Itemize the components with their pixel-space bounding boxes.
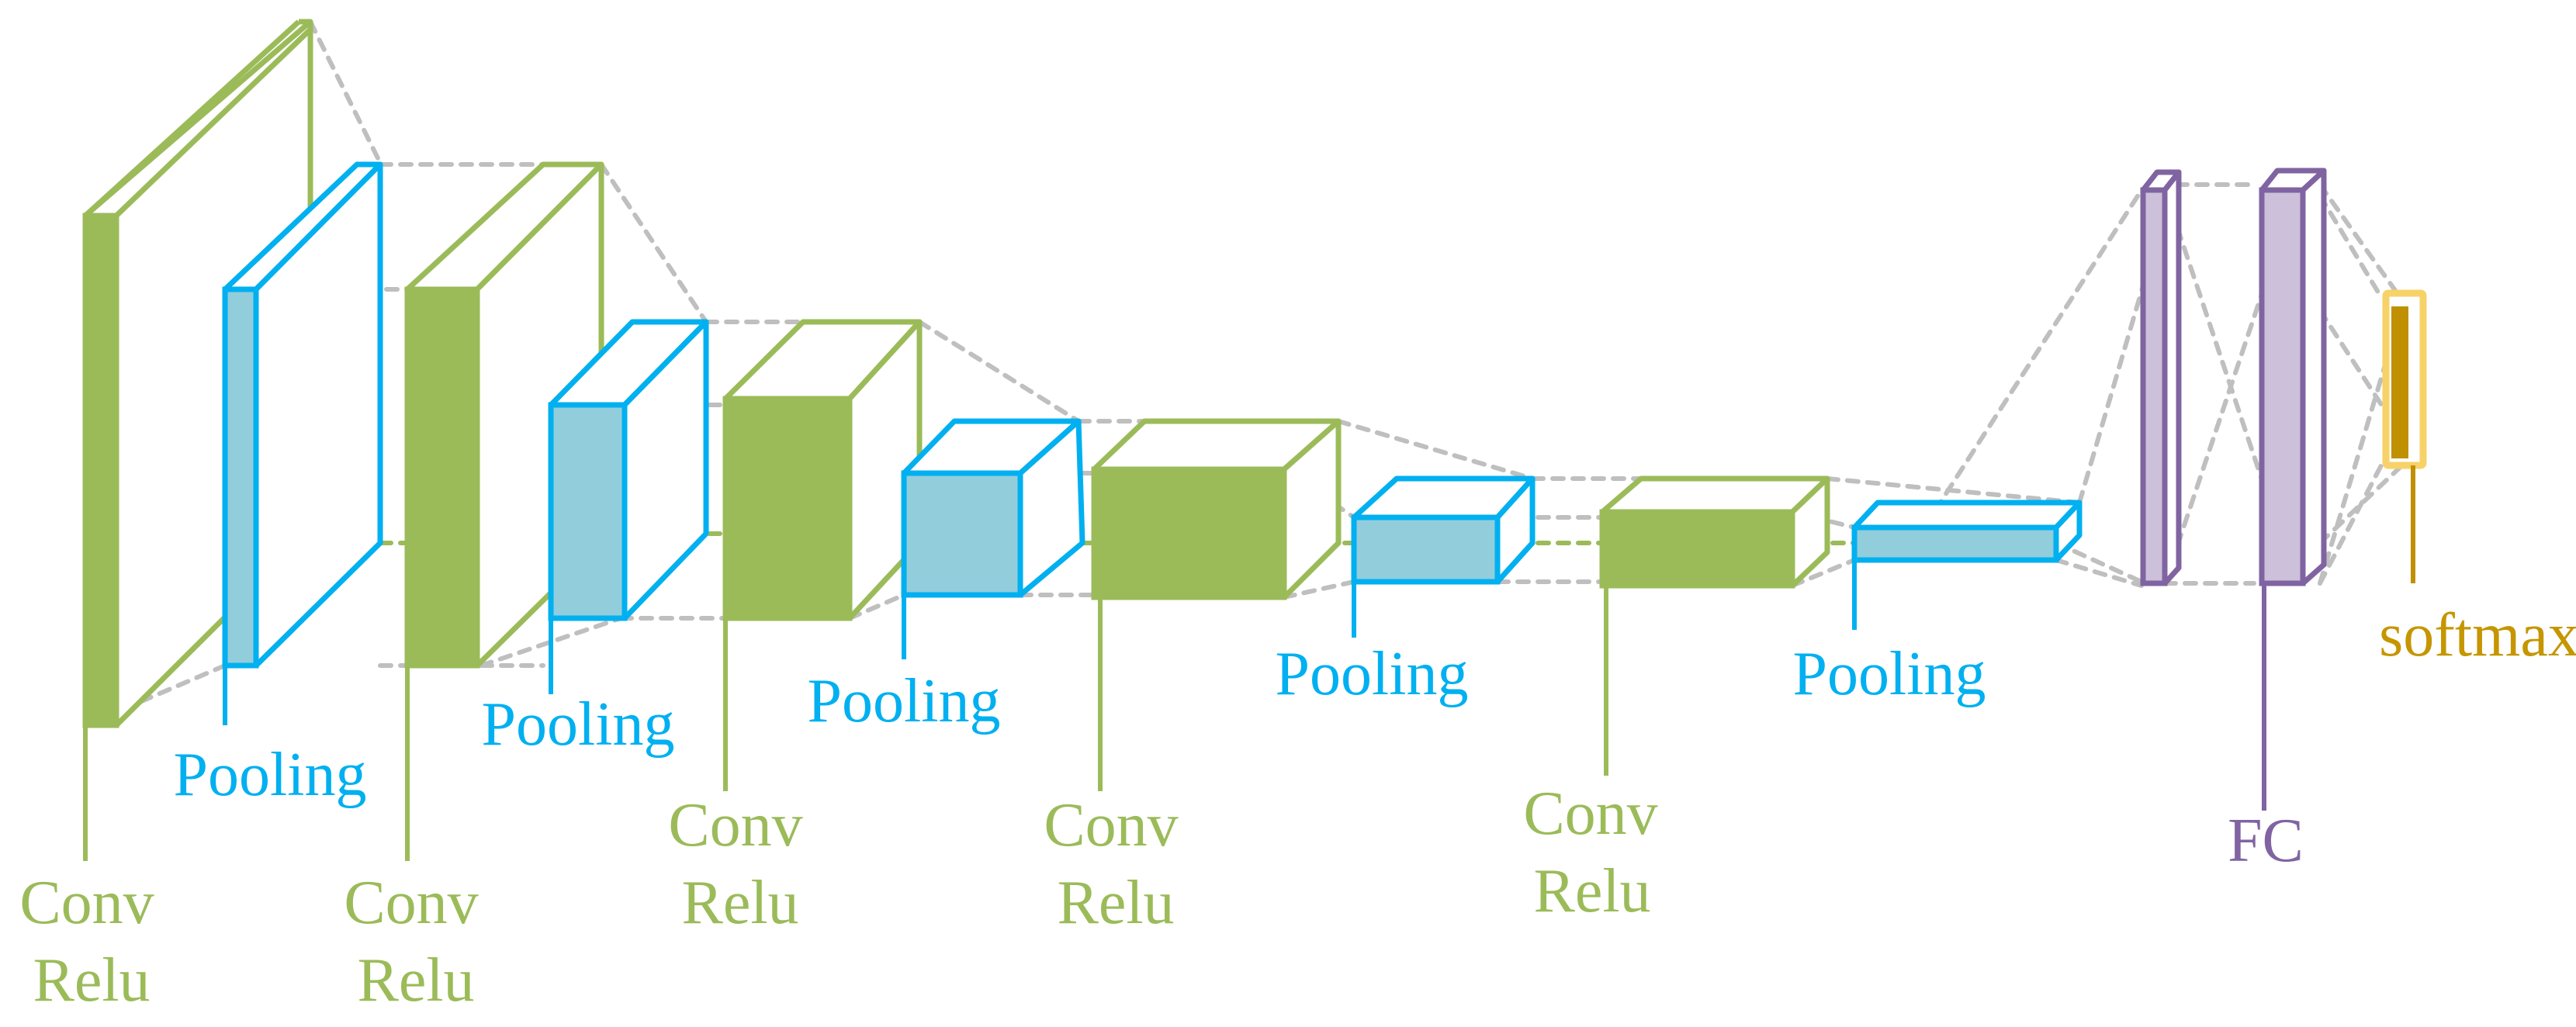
conv1-label-line2: Relu [33,946,150,1015]
softmax-block [2382,289,2427,583]
conv5-side [1789,475,1830,589]
conv3-block [722,319,923,791]
softmax-label: softmax [2379,601,2576,669]
pool4-block [1351,475,1536,638]
pool4-side [1494,475,1536,585]
conv5-label-line1: Conv [1523,780,1657,848]
conv3-label-line2: Relu [681,869,798,937]
pool4-label: Pooling [1276,640,1469,708]
conv2-face [404,286,480,669]
conv2-label-line2: Relu [357,946,474,1015]
conv3-face [722,396,853,621]
pool3-block [901,418,1085,659]
conv4-side [1281,418,1342,600]
pool2-label: Pooling [482,690,675,759]
conv1-label-line1: Conv [19,869,154,937]
pool5-face [1851,524,2059,563]
conv2-label-line1: Conv [344,869,478,937]
conv4-block [1091,418,1342,791]
conv2-block [404,161,604,861]
fc1-block [2140,169,2182,586]
pool5-top [1851,500,2083,531]
conv4-label-line2: Relu [1057,869,1174,937]
pool3-face [901,470,1023,598]
fc-label: FC [2228,807,2304,875]
pool1-block [222,161,383,725]
conv1-face [82,213,119,728]
conv5-face [1599,509,1795,589]
pool4-face [1351,514,1501,585]
pool1-label: Pooling [174,741,367,809]
pool1-face [222,286,259,669]
conv5-block [1599,475,1830,776]
pool3-side [1017,418,1085,598]
pool5-block [1851,500,2083,630]
fc1-side [2162,169,2182,586]
pool3-label: Pooling [808,667,1001,735]
pool2-side [621,319,709,621]
conv5-label-line2: Relu [1533,857,1650,925]
pool5-side [2053,500,2083,563]
pool1-side [253,161,383,669]
conv4-face [1091,466,1287,600]
labels: Conv Relu Pooling Conv Relu Pooling Conv… [19,601,2576,1015]
fc1-face [2140,187,2168,586]
conv5-top [1599,475,1830,515]
pool2-block [548,319,709,694]
fc2-face [2259,187,2306,586]
softmax-fill [2391,306,2408,458]
pool2-face [548,402,628,621]
fc2-side [2300,168,2327,586]
fc2-block [2259,168,2327,811]
conv4-label-line1: Conv [1044,791,1178,859]
conv3-label-line1: Conv [668,791,802,859]
pool5-label: Pooling [1793,640,1986,708]
